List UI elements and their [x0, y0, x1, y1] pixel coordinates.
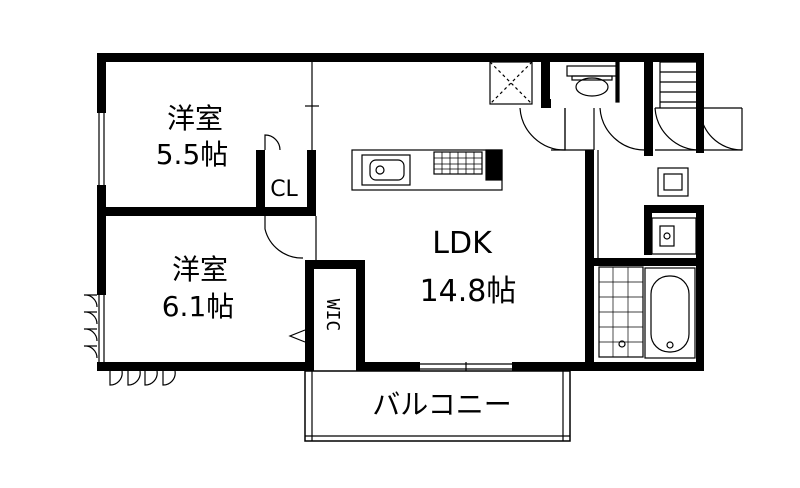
kitchen-counter-icon	[351, 149, 503, 191]
toilet-icon	[566, 61, 620, 103]
thin-lines	[98, 61, 696, 442]
washing-machine-pan-icon	[657, 167, 689, 197]
walls	[97, 53, 704, 371]
western-room-1-name: 洋室	[167, 102, 223, 135]
doors	[83, 107, 743, 386]
washbasin-icon	[651, 217, 697, 255]
ldk-name: LDK	[432, 226, 493, 261]
ldk-size: 14.8帖	[420, 274, 517, 309]
bathtub-icon	[598, 266, 696, 359]
balcony-label: バルコニー	[372, 388, 511, 421]
western-room-1-size: 5.5帖	[156, 138, 229, 171]
western-room-2-name: 洋室	[172, 253, 228, 286]
western-room-2-size: 6.1帖	[162, 290, 235, 323]
closet-label: CL	[270, 177, 298, 202]
walk-in-closet-label: WIC	[322, 299, 343, 332]
